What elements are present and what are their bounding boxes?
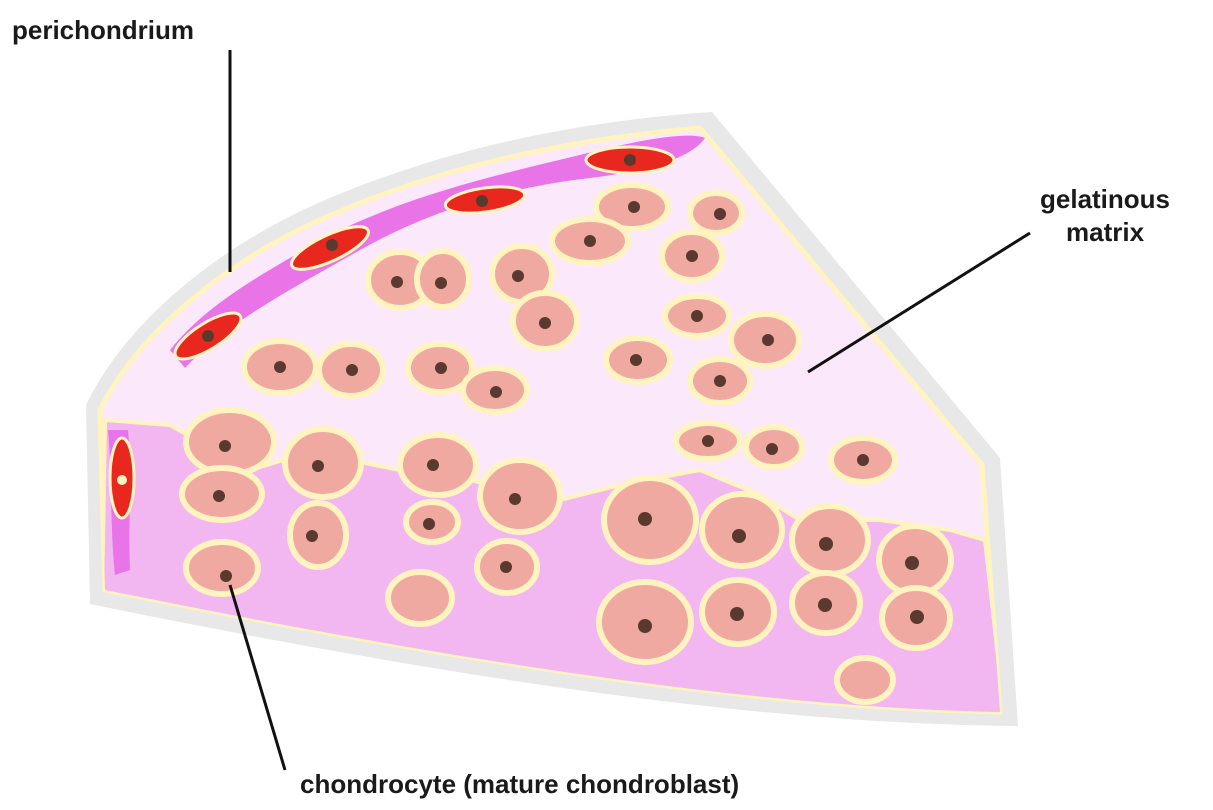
chondrocyte <box>676 423 740 459</box>
chondrocyte <box>319 344 383 396</box>
chondrocyte <box>690 359 750 403</box>
chondrocyte <box>552 219 628 263</box>
chondrocyte <box>513 293 577 349</box>
chondrocyte <box>604 478 696 562</box>
nucleus <box>202 330 214 342</box>
chondrocyte <box>480 460 560 532</box>
chondrocyte <box>690 193 742 233</box>
chondrocyte <box>388 572 452 624</box>
chondrocyte <box>186 542 258 594</box>
chondrocyte <box>417 251 469 307</box>
nucleus <box>326 239 338 251</box>
chondrocyte <box>665 296 729 336</box>
chondrocyte <box>882 588 950 648</box>
chondrocyte <box>792 573 860 633</box>
chondrocyte <box>731 314 799 366</box>
nucleus <box>476 195 488 207</box>
chondrocyte <box>182 468 262 520</box>
chondrocyte <box>746 427 802 467</box>
chondrocyte <box>599 582 691 662</box>
chondrocyte <box>477 541 537 593</box>
chondrocyte <box>285 429 361 497</box>
gelatinous-matrix-label-line1: gelatinous <box>1040 183 1170 216</box>
nucleus <box>624 154 636 166</box>
chondrocyte <box>831 438 895 482</box>
chondrocyte <box>463 368 527 412</box>
chondrocyte <box>244 341 316 393</box>
chondrocyte <box>702 580 774 644</box>
gelatinous-matrix-label-line2: matrix <box>1040 216 1170 249</box>
chondrocyte <box>290 503 346 567</box>
nucleus <box>117 475 127 485</box>
chondrocyte <box>186 410 274 474</box>
gelatinous-matrix-label: gelatinous matrix <box>1040 183 1170 248</box>
chondrocyte-label: chondrocyte (mature chondroblast) <box>300 768 739 801</box>
chondrocyte <box>662 232 722 280</box>
chondrocyte <box>702 494 782 566</box>
chondrocyte <box>606 338 670 382</box>
chondrocyte <box>400 435 476 495</box>
perichondrium-label: perichondrium <box>12 14 194 47</box>
chondrocyte <box>406 502 458 542</box>
chondrocyte <box>879 526 951 594</box>
chondrocyte <box>792 506 868 574</box>
chondrocyte <box>837 658 893 702</box>
